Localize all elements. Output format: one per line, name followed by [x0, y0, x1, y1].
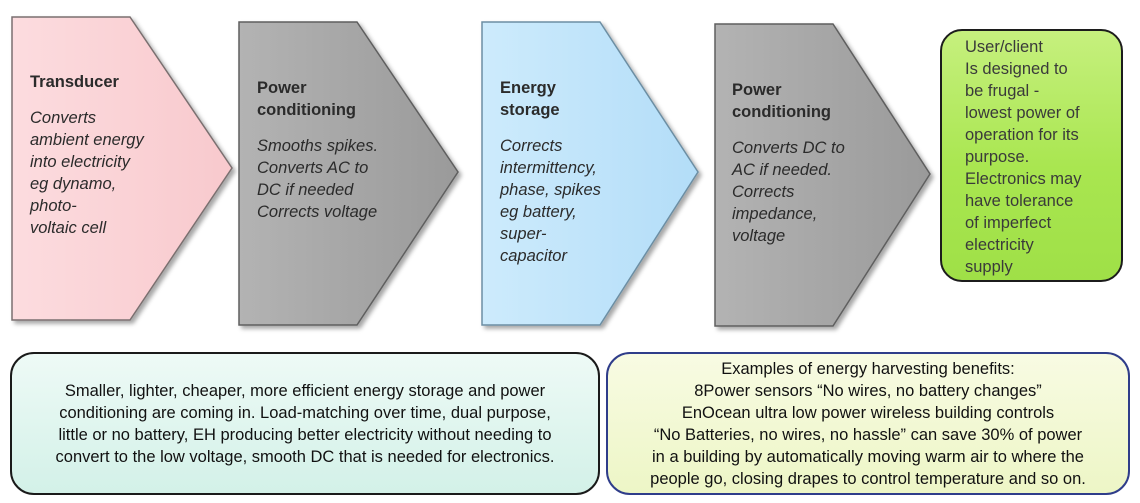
client-line: be frugal -: [965, 82, 1040, 100]
client-line: of imperfect: [965, 214, 1052, 232]
note-trends-box: Smaller, lighter, cheaper, more efficien…: [10, 352, 600, 495]
note-line: “No Batteries, no wires, no hassle” can …: [653, 425, 1083, 444]
stage-power-conditioning-1-text: Power conditioning Smooths spikes. Conve…: [257, 77, 378, 223]
stage-desc-line: Corrects: [732, 183, 795, 201]
client-line: operation for its: [965, 126, 1079, 144]
stage-desc-line: phase, spikes: [500, 181, 601, 199]
stage-desc-line: DC if needed: [257, 181, 354, 199]
chevron-energy-storage: [481, 21, 699, 326]
client-line: Electronics may: [965, 170, 1082, 188]
stage-power-conditioning-2-title: Power conditioning: [732, 81, 831, 121]
stage-desc-line: Converts: [30, 109, 97, 127]
stage-desc-line: voltage: [732, 227, 786, 245]
note-line: little or no battery, EH producing bette…: [58, 425, 552, 444]
stage-desc-line: eg dynamo,: [30, 175, 117, 193]
stage-desc-line: Corrects voltage: [257, 203, 378, 221]
client-line: purpose.: [965, 148, 1030, 166]
chevron-power-conditioning-1: [238, 21, 459, 326]
stage-desc-line: intermittency,: [500, 159, 597, 177]
note-examples-box: Examples of energy harvesting benefits: …: [606, 352, 1130, 495]
stage-desc-line: photo-: [30, 197, 77, 215]
client-line: supply: [965, 258, 1013, 276]
note-line: Smaller, lighter, cheaper, more efficien…: [64, 381, 546, 400]
stage-desc-line: capacitor: [500, 247, 567, 265]
note-line: 8Power sensors “No wires, no battery cha…: [694, 381, 1042, 400]
chevron-power-conditioning-2: [714, 23, 931, 327]
note-line: convert to the low voltage, smooth DC th…: [55, 447, 555, 466]
stage-desc-line: eg battery,: [500, 203, 577, 221]
stage-transducer-text: Transducer Converts ambient energy into …: [30, 71, 144, 239]
client-line: User/client: [965, 38, 1043, 56]
note-line: conditioning are coming in. Load-matchin…: [59, 403, 551, 422]
chevron-transducer: [11, 16, 233, 321]
stage-desc-line: Corrects: [500, 137, 563, 155]
note-line: Examples of energy harvesting benefits:: [721, 359, 1015, 378]
stage-desc-line: AC if needed.: [732, 161, 832, 179]
stage-energy-storage-text: Energy storage Corrects intermittency, p…: [500, 77, 601, 267]
stage-power-conditioning-1-title: Power conditioning: [257, 79, 356, 119]
stage-desc-line: impedance,: [732, 205, 818, 223]
client-line: lowest power of: [965, 104, 1080, 122]
stage-desc-line: Converts AC to: [257, 159, 369, 177]
user-client-text: User/client Is designed to be frugal - l…: [965, 36, 1081, 278]
note-line: EnOcean ultra low power wireless buildin…: [681, 403, 1055, 422]
process-chevrons: [11, 16, 931, 327]
stage-desc-line: ambient energy: [30, 131, 144, 149]
client-line: Is designed to: [965, 60, 1068, 78]
stage-desc-line: Converts DC to: [732, 139, 845, 157]
stage-desc-line: Smooths spikes.: [257, 137, 379, 155]
stage-power-conditioning-2-text: Power conditioning Converts DC to AC if …: [732, 79, 845, 247]
stage-desc-line: super-: [500, 225, 547, 243]
user-client-box: [940, 29, 1123, 282]
client-line: have tolerance: [965, 192, 1074, 210]
stage-energy-storage-title: Energy storage: [500, 79, 560, 119]
note-line: in a building by automatically moving wa…: [652, 447, 1084, 466]
client-line: electricity: [965, 236, 1034, 254]
stage-desc-line: into electricity: [30, 153, 130, 171]
stage-desc-line: voltaic cell: [30, 219, 107, 237]
note-line: people go, closing drapes to control tem…: [650, 469, 1086, 488]
stage-transducer-title: Transducer: [30, 73, 119, 91]
